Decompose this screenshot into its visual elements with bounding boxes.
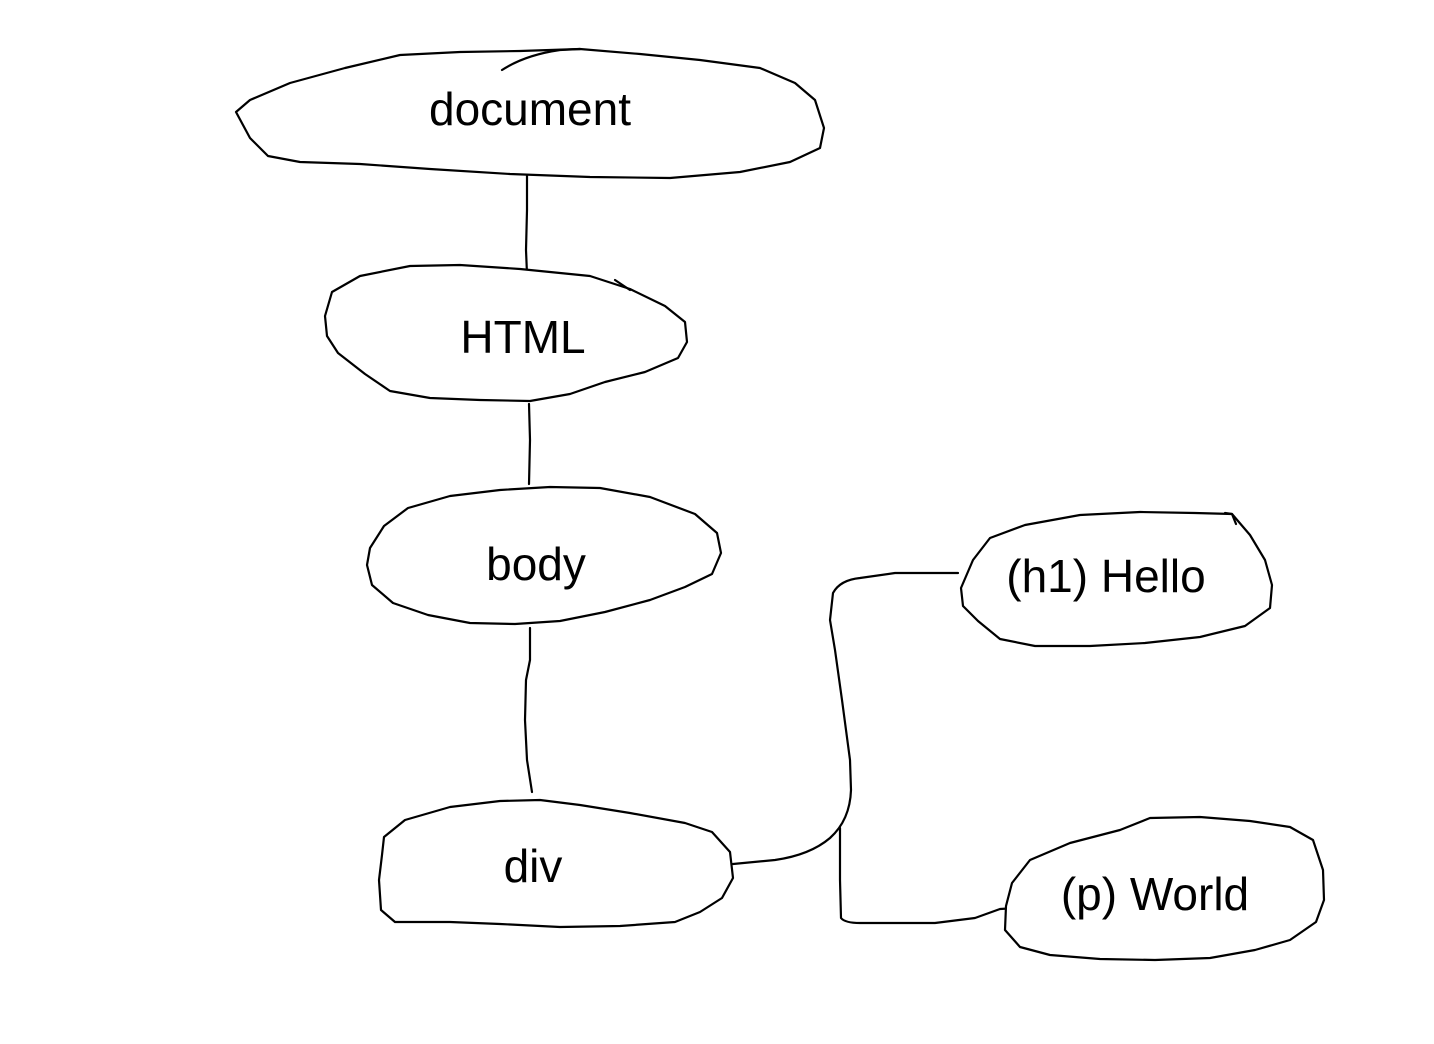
edge-html-body [527,402,532,486]
node-html-shape [323,263,689,403]
node-html-stroke-overlap [613,278,632,292]
node-html: HTML [323,263,689,403]
node-p-shape [1003,815,1326,962]
node-div: div [377,798,735,929]
node-body-shape [365,485,723,626]
node-document: document [234,47,826,180]
node-document-stroke-overlap [500,47,582,72]
node-h1: (h1) Hello [959,510,1274,648]
node-body: body [365,485,723,626]
node-p: (p) World [1003,815,1326,962]
node-h1-stroke-overlap [1223,511,1238,526]
node-html-label: HTML [460,311,585,363]
node-div-shape [377,798,735,929]
node-document-shape [234,47,826,180]
node-body-label: body [486,538,586,590]
edge-body-div [523,626,534,794]
edge-div-p [838,826,1019,925]
node-h1-label: (h1) Hello [1006,550,1205,602]
edge-document-html [524,172,529,276]
node-h1-shape [959,510,1274,648]
edge-div-h1 [731,571,960,866]
edges [523,172,1019,925]
node-p-label: (p) World [1061,868,1249,920]
node-document-label: document [429,83,631,135]
node-div-label: div [504,840,563,892]
